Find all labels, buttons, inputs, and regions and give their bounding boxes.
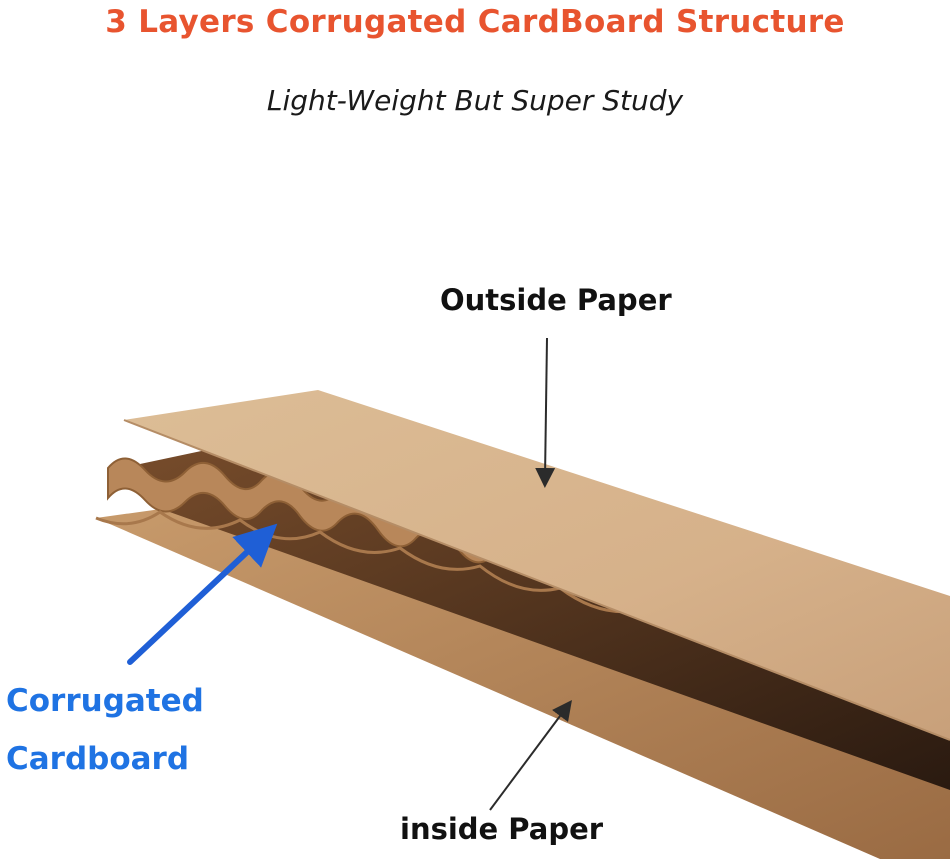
corrugated-arrow [127,523,278,665]
corrugated-label-line1: Corrugated [6,683,204,719]
page-subtitle: Light-Weight But Super Study [266,84,684,117]
outside-paper-arrow [535,337,556,488]
page-title: 3 Layers Corrugated CardBoard Structure [105,4,845,40]
inside-paper-arrow [489,699,572,811]
corrugated-label-line2: Cardboard [6,741,190,777]
outside-paper-sheet [124,390,950,740]
outside-paper-label: Outside Paper [440,283,672,317]
inside-paper-sheet [96,498,950,859]
inside-paper-label: inside Paper [400,812,604,846]
corrugated-cardboard-label: Corrugated Cardboard [6,672,204,788]
